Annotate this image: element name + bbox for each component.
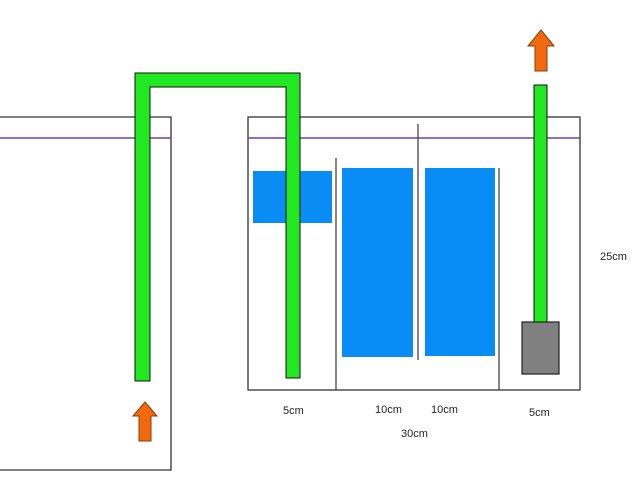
section-3-width-label: 10cm xyxy=(431,404,458,416)
height-label: 25cm xyxy=(600,251,627,263)
up-arrow-icon xyxy=(526,29,556,72)
filter-media-block-2 xyxy=(342,168,413,357)
section-2-width-label: 10cm xyxy=(375,404,402,416)
overflow-siphon-pipe xyxy=(134,72,301,382)
section-1-width-label: 5cm xyxy=(283,405,304,417)
sump-tank-outline xyxy=(247,116,581,391)
return-pump xyxy=(521,321,560,375)
return-pipe xyxy=(533,84,548,323)
up-arrow-icon xyxy=(131,401,159,442)
display-tank-outline xyxy=(0,116,172,471)
total-width-label: 30cm xyxy=(401,428,428,440)
filter-media-block-3 xyxy=(425,168,495,356)
section-4-width-label: 5cm xyxy=(529,407,550,419)
